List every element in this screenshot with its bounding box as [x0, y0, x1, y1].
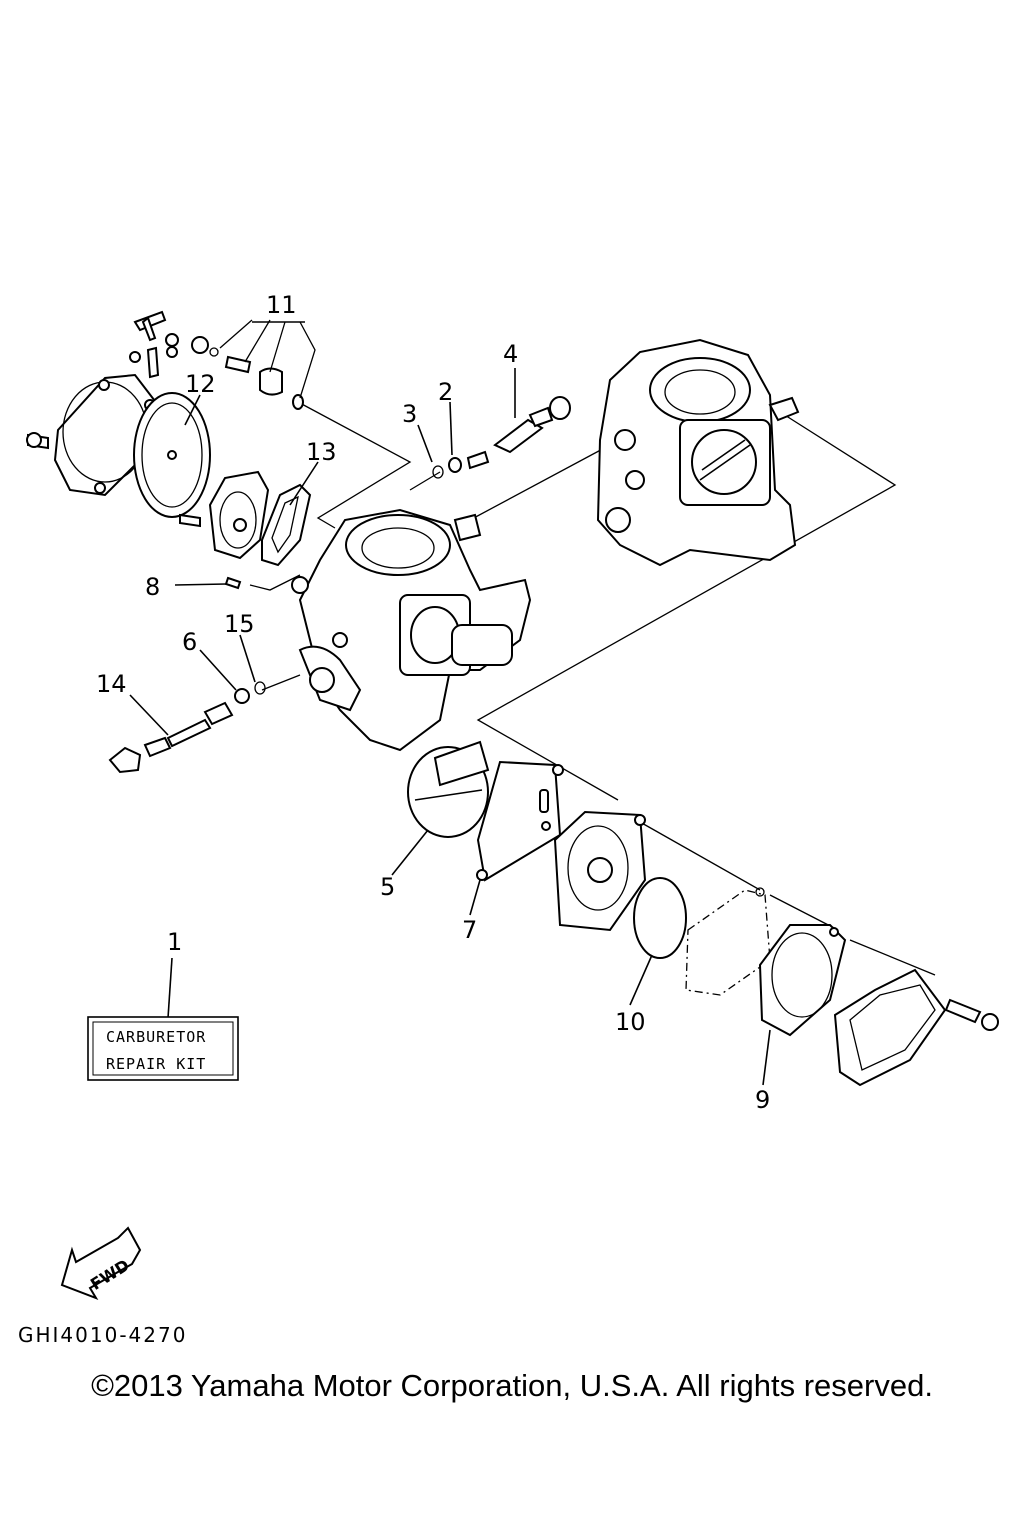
label-10: 10 — [615, 1008, 646, 1036]
diaphragm-5 — [407, 740, 490, 838]
label-7: 7 — [462, 916, 477, 944]
pump-body — [179, 470, 270, 560]
label-3: 3 — [402, 400, 417, 428]
gasket-7 — [476, 760, 564, 882]
assembly-lines — [249, 401, 936, 976]
kit-line-1: CARBURETOR — [106, 1028, 206, 1046]
gasket-9 — [758, 924, 847, 1037]
pump-cover — [553, 810, 647, 932]
label-2: 2 — [438, 378, 453, 406]
label-8: 8 — [145, 573, 160, 601]
part-labels: 1 2 3 4 5 6 7 8 9 10 11 12 13 14 15 — [96, 291, 770, 1114]
label-4: 4 — [503, 340, 518, 368]
repair-kit-box: CARBURETOR REPAIR KIT — [87, 1016, 239, 1081]
end-cover — [833, 968, 999, 1087]
kit-line-2: REPAIR KIT — [106, 1055, 206, 1073]
leader-lines — [129, 319, 771, 1086]
adjust-screw-assembly — [108, 681, 266, 774]
label-5: 5 — [380, 873, 395, 901]
label-6: 6 — [182, 628, 197, 656]
label-1: 1 — [167, 928, 182, 956]
carburetor-body-rear — [596, 338, 800, 567]
drawing-code: GHI4010-4270 — [18, 1323, 187, 1347]
copyright-notice: ©2013 Yamaha Motor Corporation, U.S.A. A… — [91, 1368, 933, 1403]
carburetor-body-front — [291, 508, 532, 752]
fwd-arrow-icon: FWD — [60, 1226, 142, 1300]
gasket-13 — [261, 483, 312, 567]
label-11: 11 — [266, 291, 297, 319]
small-hardware-top — [129, 310, 304, 410]
label-13: 13 — [306, 438, 337, 466]
spring-8 — [224, 576, 242, 590]
label-15: 15 — [224, 610, 255, 638]
label-14: 14 — [96, 670, 127, 698]
label-9: 9 — [755, 1086, 770, 1114]
dashed-gasket — [685, 887, 771, 996]
label-12: 12 — [185, 370, 216, 398]
needle-valve-parts — [432, 396, 571, 479]
diaphragm-12 — [133, 392, 211, 518]
disc-10 — [633, 877, 687, 959]
